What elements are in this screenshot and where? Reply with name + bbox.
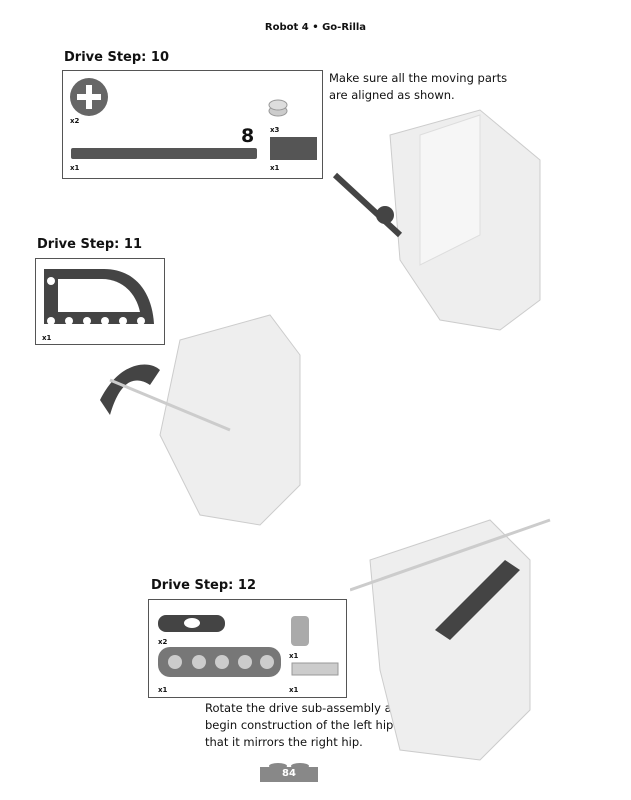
part-qty: x1 bbox=[289, 686, 299, 694]
step-12-parts-box: x2 x1 x1 x1 bbox=[148, 599, 347, 698]
note-line: are aligned as shown. bbox=[329, 88, 455, 102]
beam-part bbox=[270, 137, 317, 160]
step-10-title: Drive Step: 10 bbox=[64, 50, 169, 65]
note-line: that it mirrors the right hip. bbox=[205, 735, 363, 749]
axle-part bbox=[71, 148, 257, 159]
part-qty: x2 bbox=[70, 117, 80, 125]
part-qty: x1 bbox=[42, 334, 52, 342]
step-12-title: Drive Step: 12 bbox=[151, 578, 256, 593]
step-10-assembly-illustration bbox=[332, 109, 541, 331]
note-line: Make sure all the moving parts bbox=[329, 71, 508, 85]
step-10-parts-illustration bbox=[70, 78, 317, 160]
axle-length-label: 8 bbox=[241, 125, 255, 147]
note-line: begin construction of the left hip so bbox=[205, 718, 411, 732]
step-12-assembly-illustration bbox=[350, 518, 551, 761]
part-qty: x1 bbox=[158, 686, 168, 694]
step-12-parts-illustration bbox=[158, 615, 339, 677]
page-header: Robot 4 • Go-Rilla bbox=[264, 22, 367, 33]
page-number-badge: 84 bbox=[260, 762, 318, 782]
note-line: Rotate the drive sub-assembly and bbox=[205, 701, 407, 715]
step-11-assembly-illustration bbox=[100, 314, 301, 526]
part-qty: x2 bbox=[158, 638, 168, 646]
page-number: 84 bbox=[282, 768, 296, 779]
step-10-parts-box: x2 x3 8 x1 x1 bbox=[62, 70, 323, 179]
step-11-title: Drive Step: 11 bbox=[37, 237, 142, 252]
gear-part bbox=[77, 85, 101, 109]
part-qty: x3 bbox=[270, 126, 280, 134]
part-qty: x1 bbox=[70, 164, 80, 172]
part-qty: x1 bbox=[289, 652, 299, 660]
part-qty: x1 bbox=[270, 164, 280, 172]
step-12-note: Rotate the drive sub-assembly and begin … bbox=[205, 700, 410, 751]
step-11-parts-box: x1 bbox=[35, 258, 165, 345]
step-11-parts-illustration bbox=[44, 269, 154, 325]
step-10-note: Make sure all the moving parts are align… bbox=[329, 70, 507, 104]
